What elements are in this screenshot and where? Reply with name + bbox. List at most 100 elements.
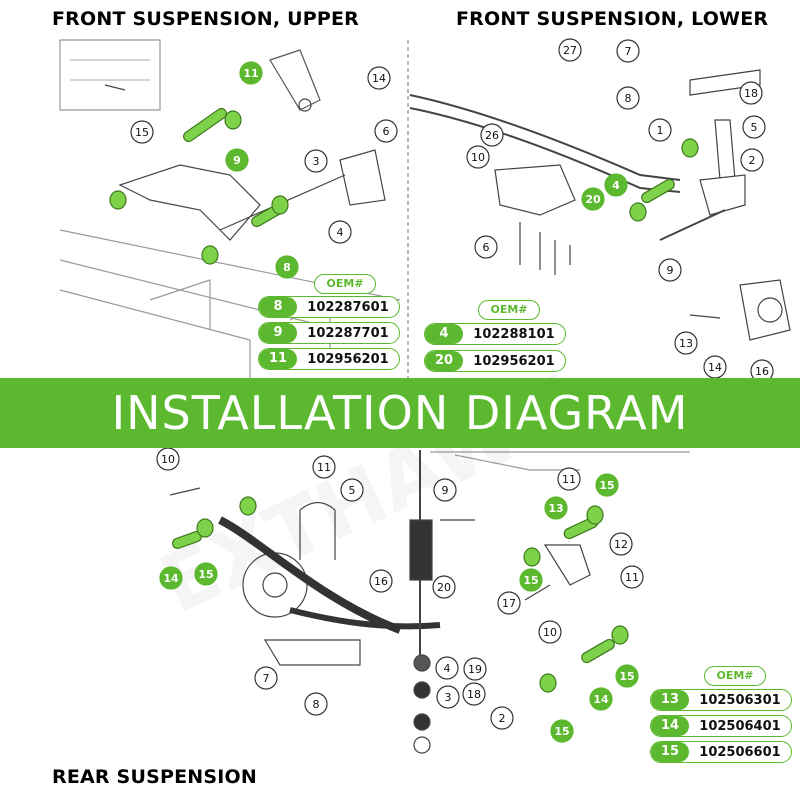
callout-circle xyxy=(658,258,682,282)
callout-number: 10 xyxy=(161,453,175,466)
callout-circle xyxy=(369,569,393,593)
callout-circle xyxy=(463,657,487,681)
callout-circle xyxy=(239,61,263,85)
callout-number: 4 xyxy=(337,226,344,239)
callout-circle xyxy=(466,145,490,169)
callout-circle xyxy=(432,575,456,599)
callout-number: 12 xyxy=(614,538,628,551)
part-row: 20 102956201 xyxy=(424,350,566,372)
callout-number: 9 xyxy=(442,484,449,497)
part-row: 8 102287601 xyxy=(258,296,400,318)
part-row: 13 102506301 xyxy=(650,689,792,711)
oem-label: OEM# xyxy=(704,666,766,686)
callout-number: 1 xyxy=(657,124,664,137)
callout-circle xyxy=(304,692,328,716)
callout-number: 14 xyxy=(708,361,722,374)
callout-circle xyxy=(604,173,628,197)
callout-circle xyxy=(433,478,457,502)
callout-number: 26 xyxy=(485,129,499,142)
callout-number: 11 xyxy=(562,473,576,486)
callout-number: 8 xyxy=(313,698,320,711)
callout-circle xyxy=(367,66,391,90)
part-ref: 11 xyxy=(259,349,297,369)
callout-number: 14 xyxy=(163,572,179,585)
callout-circle xyxy=(194,562,218,586)
part-number: 102506401 xyxy=(699,718,781,734)
callout-circle xyxy=(254,666,278,690)
part-ref: 13 xyxy=(651,690,689,710)
callout-number: 14 xyxy=(593,693,609,706)
callout-circle xyxy=(557,467,581,491)
callout-circle xyxy=(742,115,766,139)
part-ref: 20 xyxy=(425,351,463,371)
part-row: 9 102287701 xyxy=(258,322,400,344)
callout-circle xyxy=(558,38,582,62)
part-number: 102287701 xyxy=(307,325,389,341)
callout-number: 17 xyxy=(502,597,516,610)
callout-circle xyxy=(328,220,352,244)
callout-number: 7 xyxy=(625,45,632,58)
callout-number: 2 xyxy=(499,712,506,725)
callout-number: 18 xyxy=(744,87,758,100)
callout-circle xyxy=(480,123,504,147)
callout-circle xyxy=(616,86,640,110)
callout-number: 11 xyxy=(625,571,639,584)
callout-number: 18 xyxy=(467,688,481,701)
callout-circle xyxy=(159,566,183,590)
title-front-upper: FRONT SUSPENSION, UPPER xyxy=(52,8,359,30)
callout-number: 27 xyxy=(563,44,577,57)
callout-number: 5 xyxy=(751,121,758,134)
callout-number: 5 xyxy=(349,484,356,497)
callout-number: 8 xyxy=(625,92,632,105)
callout-number: 14 xyxy=(372,72,386,85)
callout-number: 16 xyxy=(755,365,769,378)
title-front-lower: FRONT SUSPENSION, LOWER xyxy=(456,8,769,30)
callout-circle xyxy=(595,473,619,497)
part-row: 15 102506601 xyxy=(650,741,792,763)
callout-circle xyxy=(739,81,763,105)
callout-circle xyxy=(615,664,639,688)
callout-circle xyxy=(304,149,328,173)
part-row: 14 102506401 xyxy=(650,715,792,737)
callout-circle xyxy=(581,187,605,211)
oem-label: OEM# xyxy=(314,274,376,294)
callout-number: 15 xyxy=(619,670,634,683)
part-number: 102288101 xyxy=(473,326,555,342)
callout-number: 10 xyxy=(471,151,485,164)
callout-number: 20 xyxy=(437,581,451,594)
callout-circle xyxy=(312,455,336,479)
callout-circle xyxy=(674,331,698,355)
title-rear: REAR SUSPENSION xyxy=(52,766,257,788)
part-ref: 8 xyxy=(259,297,297,317)
callout-number: 9 xyxy=(233,154,241,167)
part-row: 4 102288101 xyxy=(424,323,566,345)
callout-number: 20 xyxy=(585,193,601,206)
callout-circle xyxy=(156,447,180,471)
callout-number: 4 xyxy=(612,179,620,192)
banner-text: INSTALLATION DIAGRAM xyxy=(111,386,689,440)
callout-number: 10 xyxy=(543,626,557,639)
callout-number: 15 xyxy=(599,479,614,492)
callout-number: 3 xyxy=(445,691,452,704)
part-ref: 4 xyxy=(425,324,463,344)
callout-circle xyxy=(740,148,764,172)
callout-number: 13 xyxy=(679,337,693,350)
callout-circle xyxy=(538,620,562,644)
callout-circle xyxy=(497,591,521,615)
callout-circle xyxy=(374,119,398,143)
callout-number: 8 xyxy=(283,261,291,274)
callout-number: 4 xyxy=(444,662,451,675)
callout-number: 6 xyxy=(383,125,390,138)
callout-number: 19 xyxy=(468,663,482,676)
part-ref: 14 xyxy=(651,716,689,736)
part-number: 102506601 xyxy=(699,744,781,760)
installation-banner: INSTALLATION DIAGRAM xyxy=(0,378,800,448)
callout-circle xyxy=(225,148,249,172)
callout-circle xyxy=(589,687,613,711)
callout-circle xyxy=(648,118,672,142)
callout-number: 16 xyxy=(374,575,388,588)
callout-circle xyxy=(544,496,568,520)
callout-circle xyxy=(550,719,574,743)
